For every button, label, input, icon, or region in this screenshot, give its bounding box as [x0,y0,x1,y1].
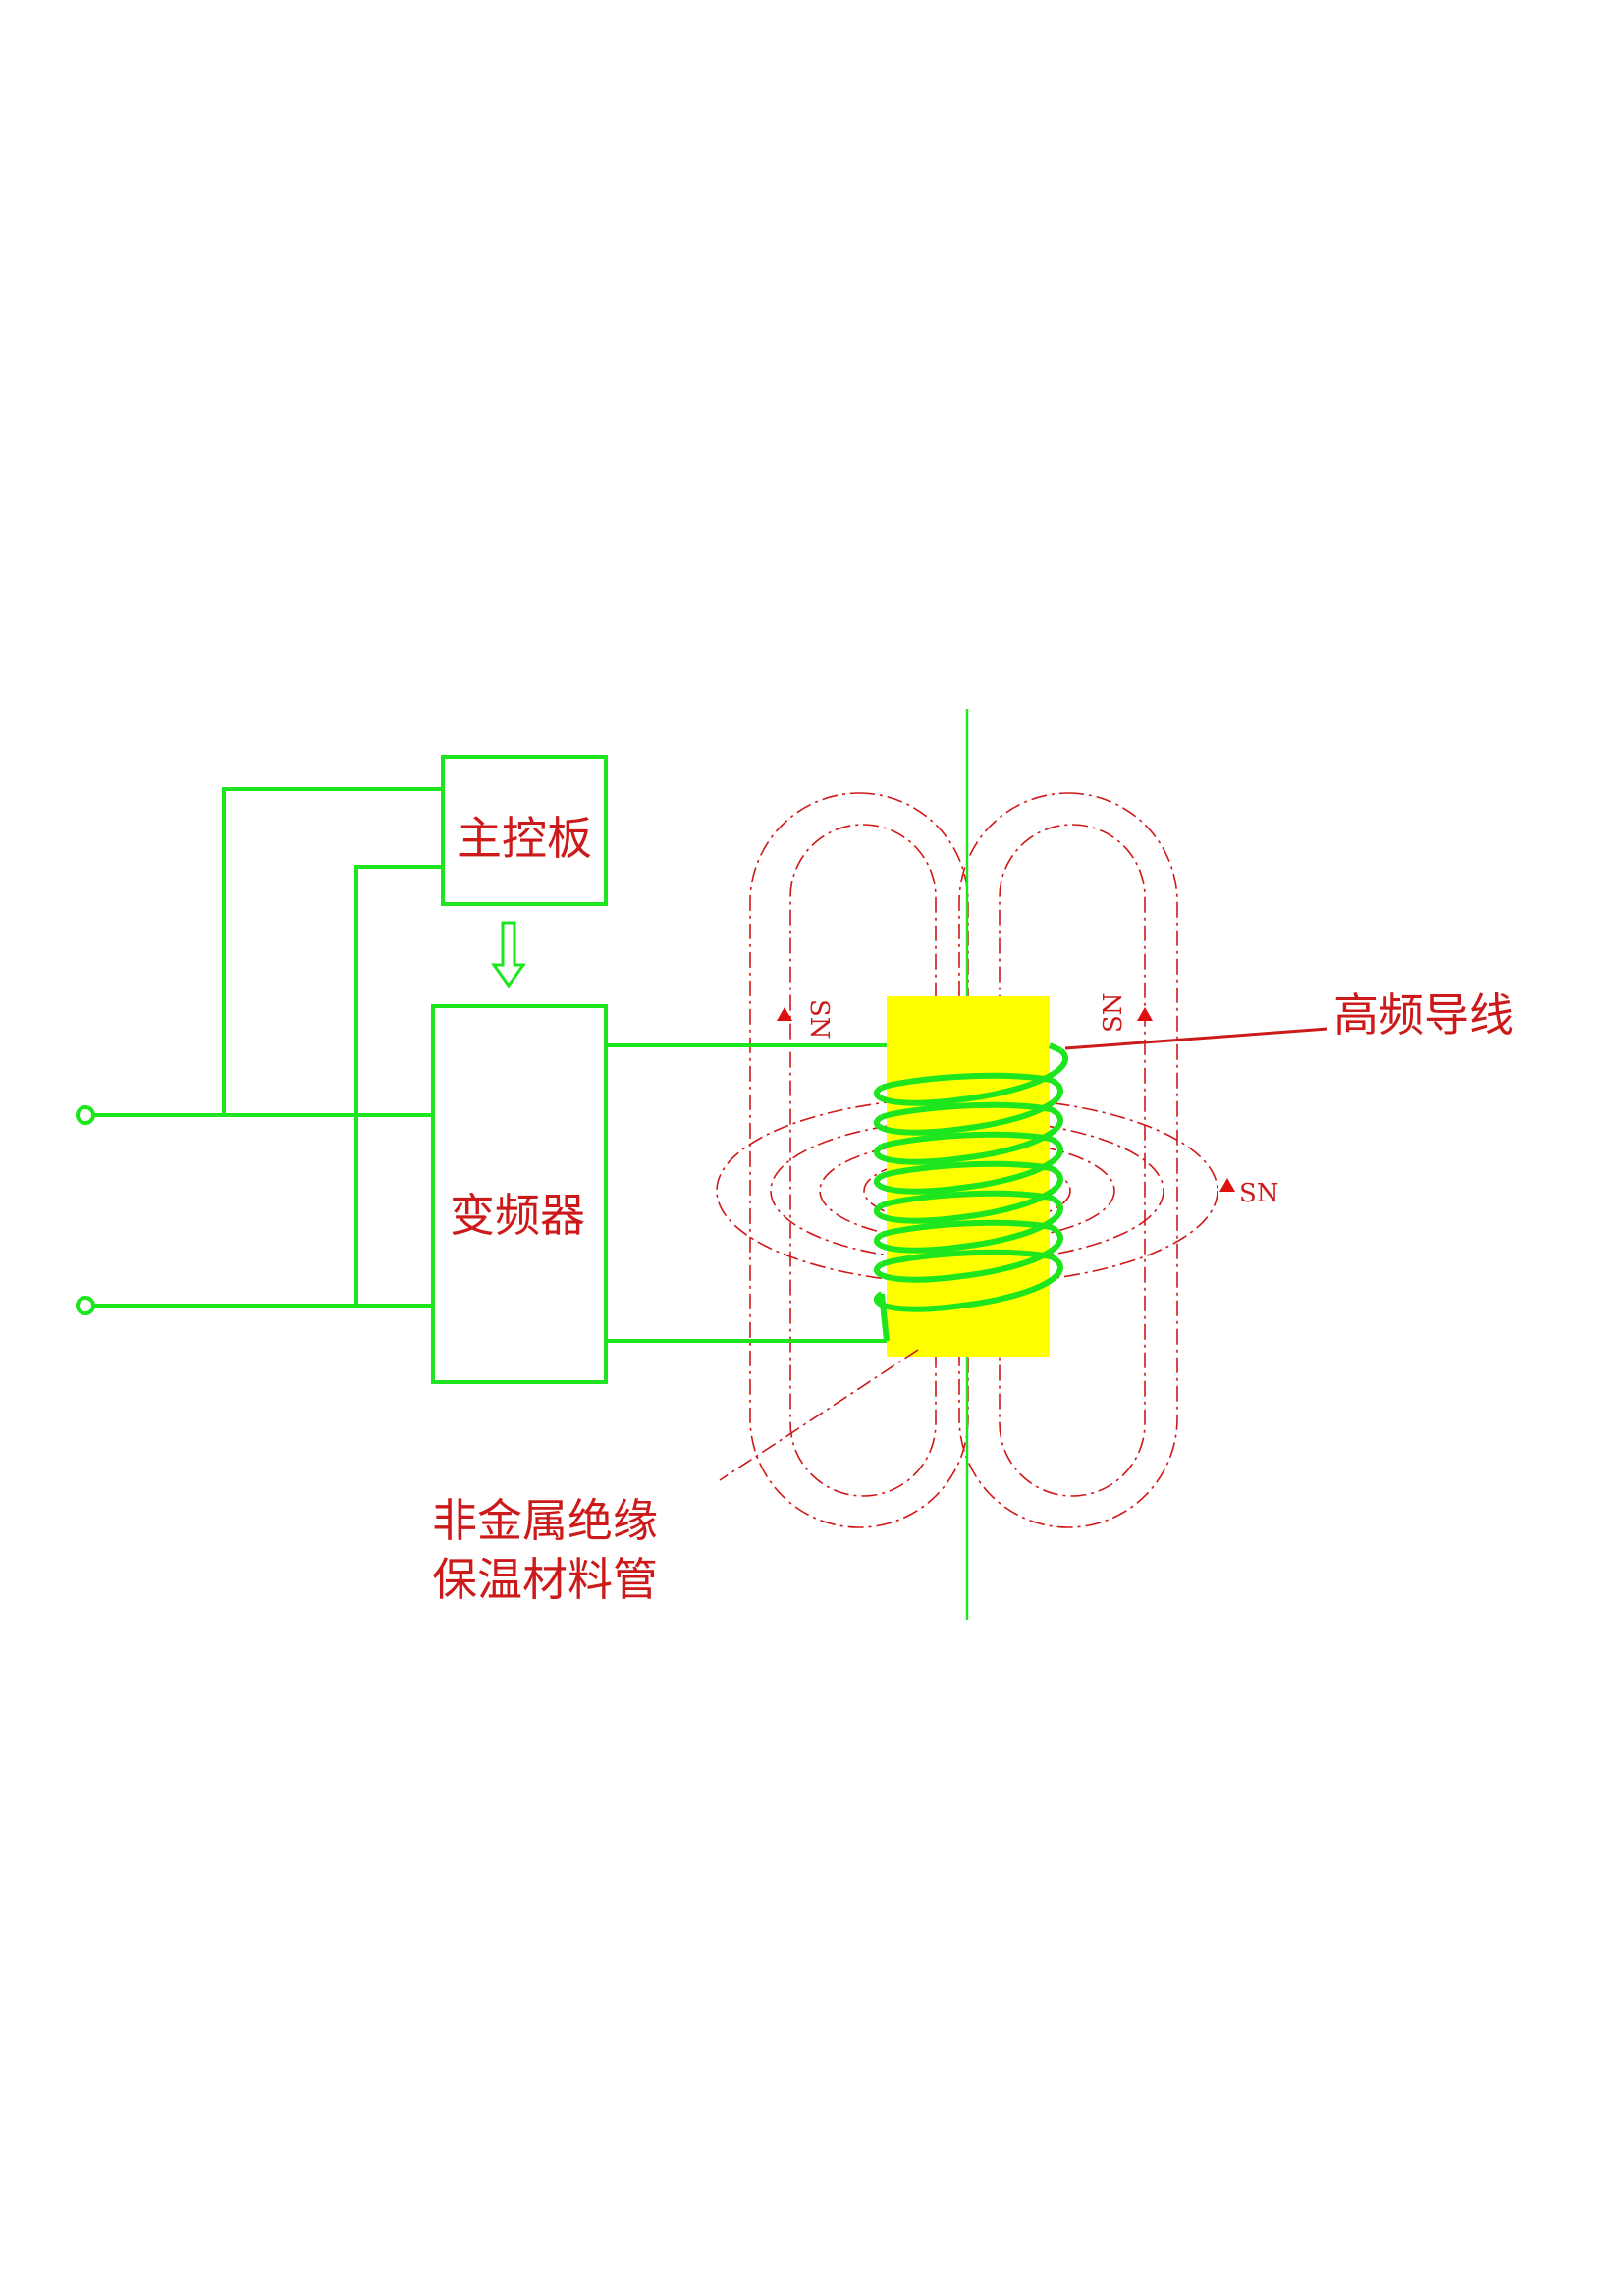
inverter-box [431,1004,608,1384]
pole-marker-ellipse: SN [1239,1179,1279,1208]
coil-turn-4 [873,1131,1063,1195]
coil-turn-5 [873,1160,1063,1224]
hf-wire-label: 高频导线 [1333,988,1514,1041]
pole-arrow-icon [777,1007,792,1021]
coil-lead-top [1048,1042,1062,1053]
pole-markers: SN SN SN [777,992,1279,1208]
hf-wire-leader [1064,1027,1328,1050]
pole-arrow-icon [1219,1178,1235,1192]
coil-turn-2 [873,1072,1063,1136]
main-control-board-box [441,755,608,906]
pipe-label-line2: 保温材料管 [432,1553,658,1606]
coil-turn-6 [873,1190,1063,1254]
coil-lead-bottom [879,1293,890,1342]
pole-marker-right: SN [1099,992,1128,1033]
wire-board-feed-1 [222,787,443,1115]
terminal-icon [76,1105,95,1125]
pipe-leader [719,1349,919,1481]
coil-turn-3 [873,1101,1063,1165]
coil-turn-1 [873,1047,1069,1106]
pipe-label-line1: 非金属绝缘 [432,1494,658,1547]
induction-coil [873,1042,1069,1342]
pole-arrow-icon [1137,1007,1153,1021]
down-arrow-icon [491,921,526,988]
pole-marker-left: SN [804,999,834,1040]
field-ellipse-1 [716,1096,1218,1285]
wire-board-feed-2 [354,865,443,1306]
inverter-label: 变频器 [450,1189,585,1242]
main-control-board-label: 主控板 [457,812,592,865]
coil-turn-7 [873,1219,1063,1283]
circuit-wires [93,787,887,1343]
terminal-icon [76,1296,95,1315]
coil-turn-8 [873,1249,1063,1312]
